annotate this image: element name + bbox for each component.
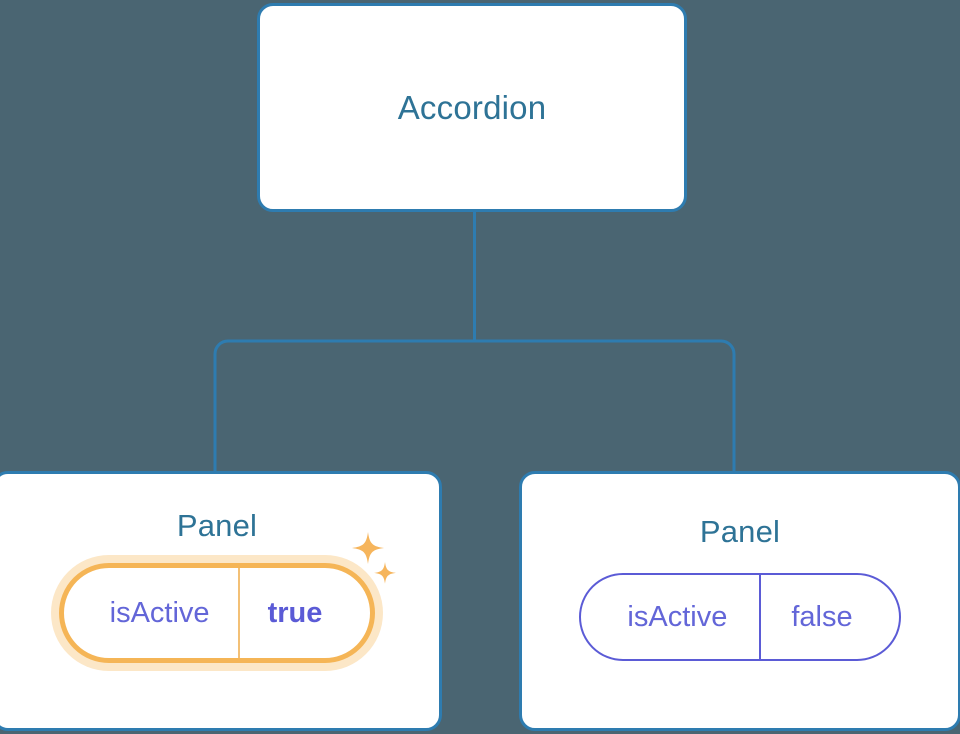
connector-branch-left — [213, 339, 229, 471]
prop-value-label: true — [267, 596, 323, 629]
node-title-accordion: Accordion — [397, 89, 547, 126]
node-card-panel-inactive[interactable]: Panel isActive false — [519, 471, 960, 731]
prop-pill-wrapper-active: isActive true — [58, 532, 397, 663]
prop-value-label: false — [791, 600, 853, 633]
prop-pill-isactive-true[interactable]: isActive true — [58, 563, 376, 663]
prop-pill-isactive-false[interactable]: isActive false — [579, 573, 901, 661]
prop-key-label: isActive — [581, 575, 762, 659]
node-card-panel-active[interactable]: Panel isActive true — [0, 471, 442, 731]
prop-pill-wrapper-inactive: isActive false — [579, 573, 901, 661]
node-title-panel-inactive: Panel — [699, 514, 781, 549]
sparkle-small-icon — [374, 562, 397, 584]
sparkle-large-icon — [352, 532, 385, 564]
prop-key-label: isActive — [64, 568, 240, 658]
connector-branch-right — [228, 339, 736, 471]
node-card-accordion[interactable]: Accordion — [257, 3, 687, 212]
node-title-panel-active: Panel — [176, 508, 258, 543]
